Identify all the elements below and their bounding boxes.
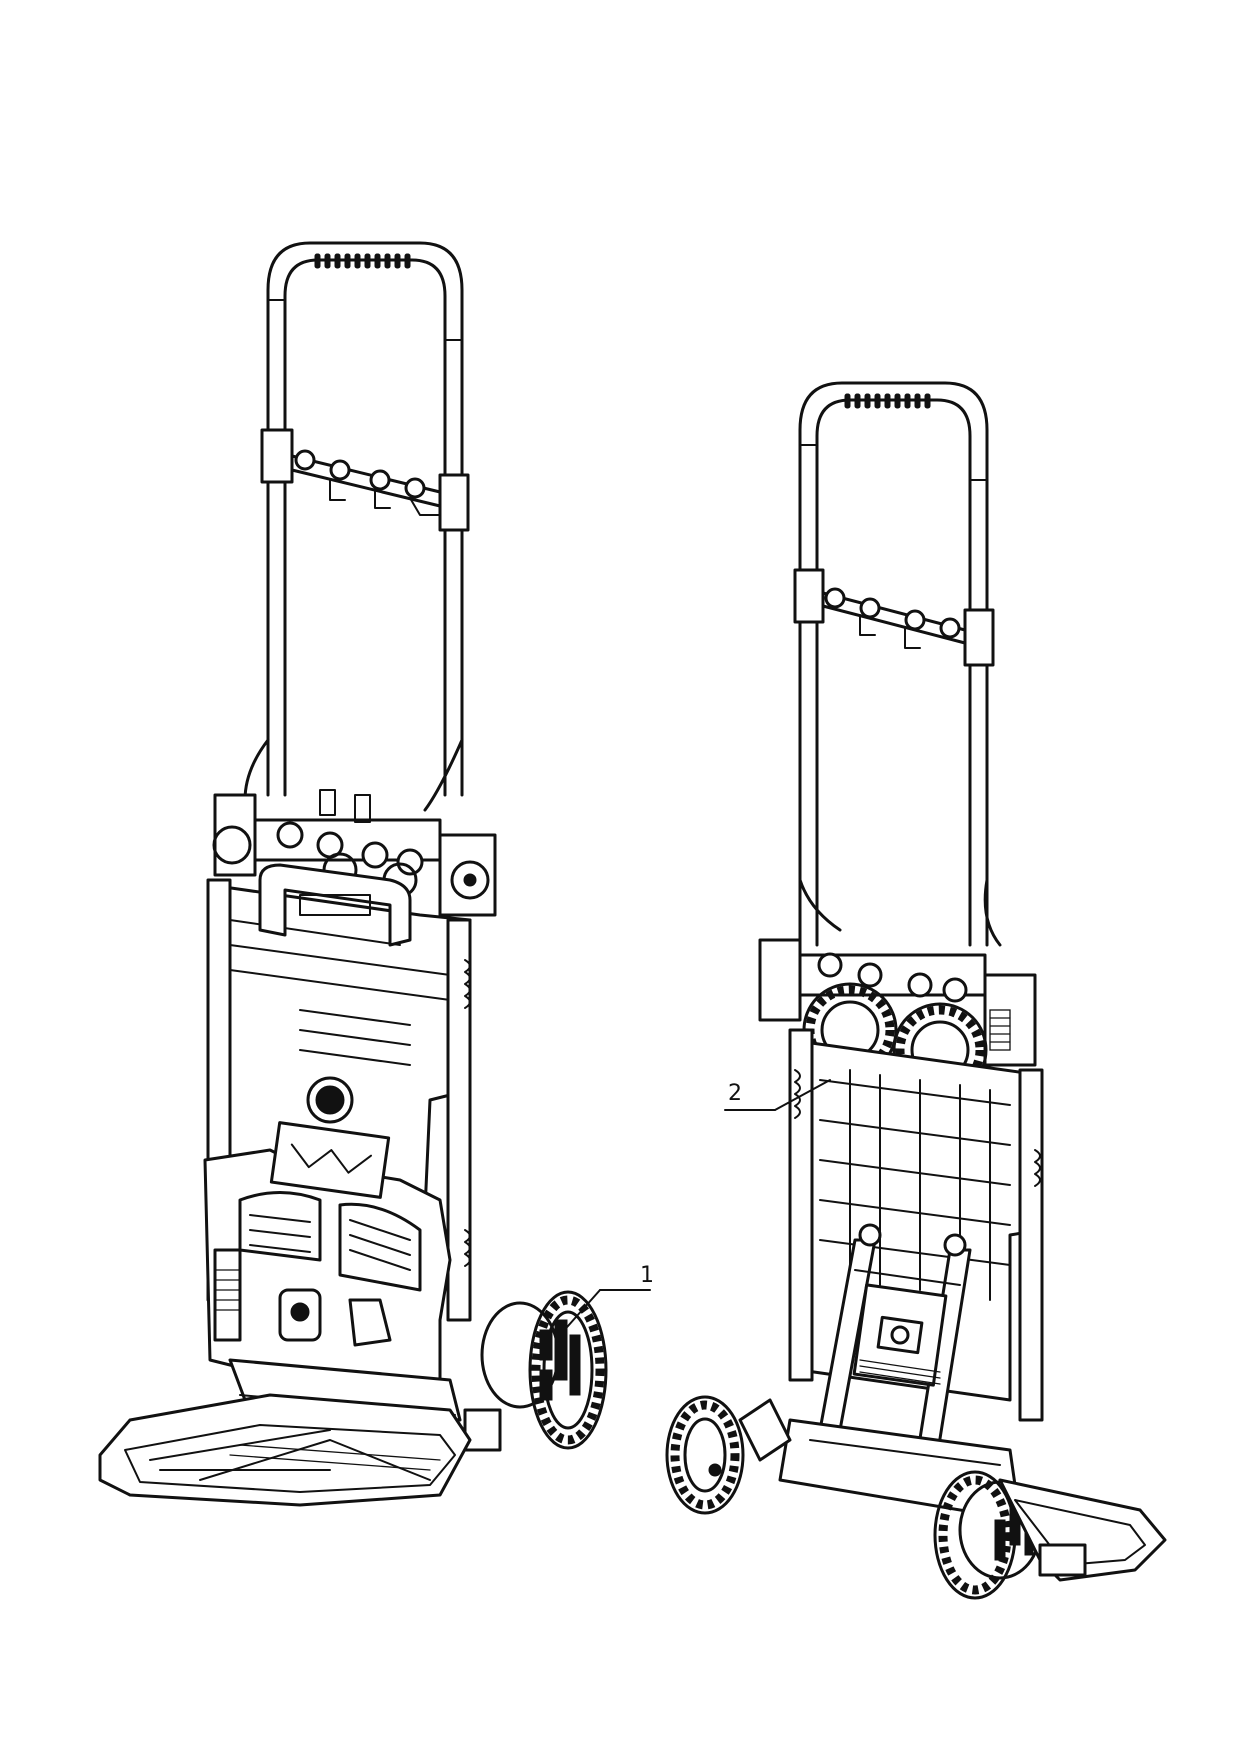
hand-truck-front-view: 1 bbox=[98, 241, 654, 1507]
foot-plate-front bbox=[98, 1393, 472, 1507]
back-panel-front bbox=[206, 863, 472, 1322]
rear-left-wheel bbox=[665, 1395, 792, 1515]
callout-2-label: 2 bbox=[728, 1081, 742, 1106]
telescopic-handle-rear bbox=[793, 381, 1002, 947]
callout-2: 2 bbox=[724, 1079, 831, 1111]
foot-plate-rear bbox=[998, 1478, 1167, 1582]
wheel-front-view bbox=[480, 1290, 608, 1450]
hinge-block-rear bbox=[758, 938, 1037, 1098]
panel-grid-ribs bbox=[819, 1069, 1011, 1301]
hand-truck-rear-view: 2 bbox=[665, 381, 1167, 1600]
rear-handle-grip-ridges bbox=[844, 393, 931, 409]
hinge-block-front bbox=[212, 789, 497, 917]
callout-1: 1 bbox=[559, 1263, 654, 1336]
handle-grip-ridges bbox=[314, 253, 411, 269]
folding-nose-plate-front bbox=[203, 1121, 502, 1452]
folding-linkage-rear bbox=[778, 1223, 1022, 1522]
callout-1-label: 1 bbox=[640, 1263, 654, 1288]
telescopic-handle-front bbox=[243, 241, 470, 812]
